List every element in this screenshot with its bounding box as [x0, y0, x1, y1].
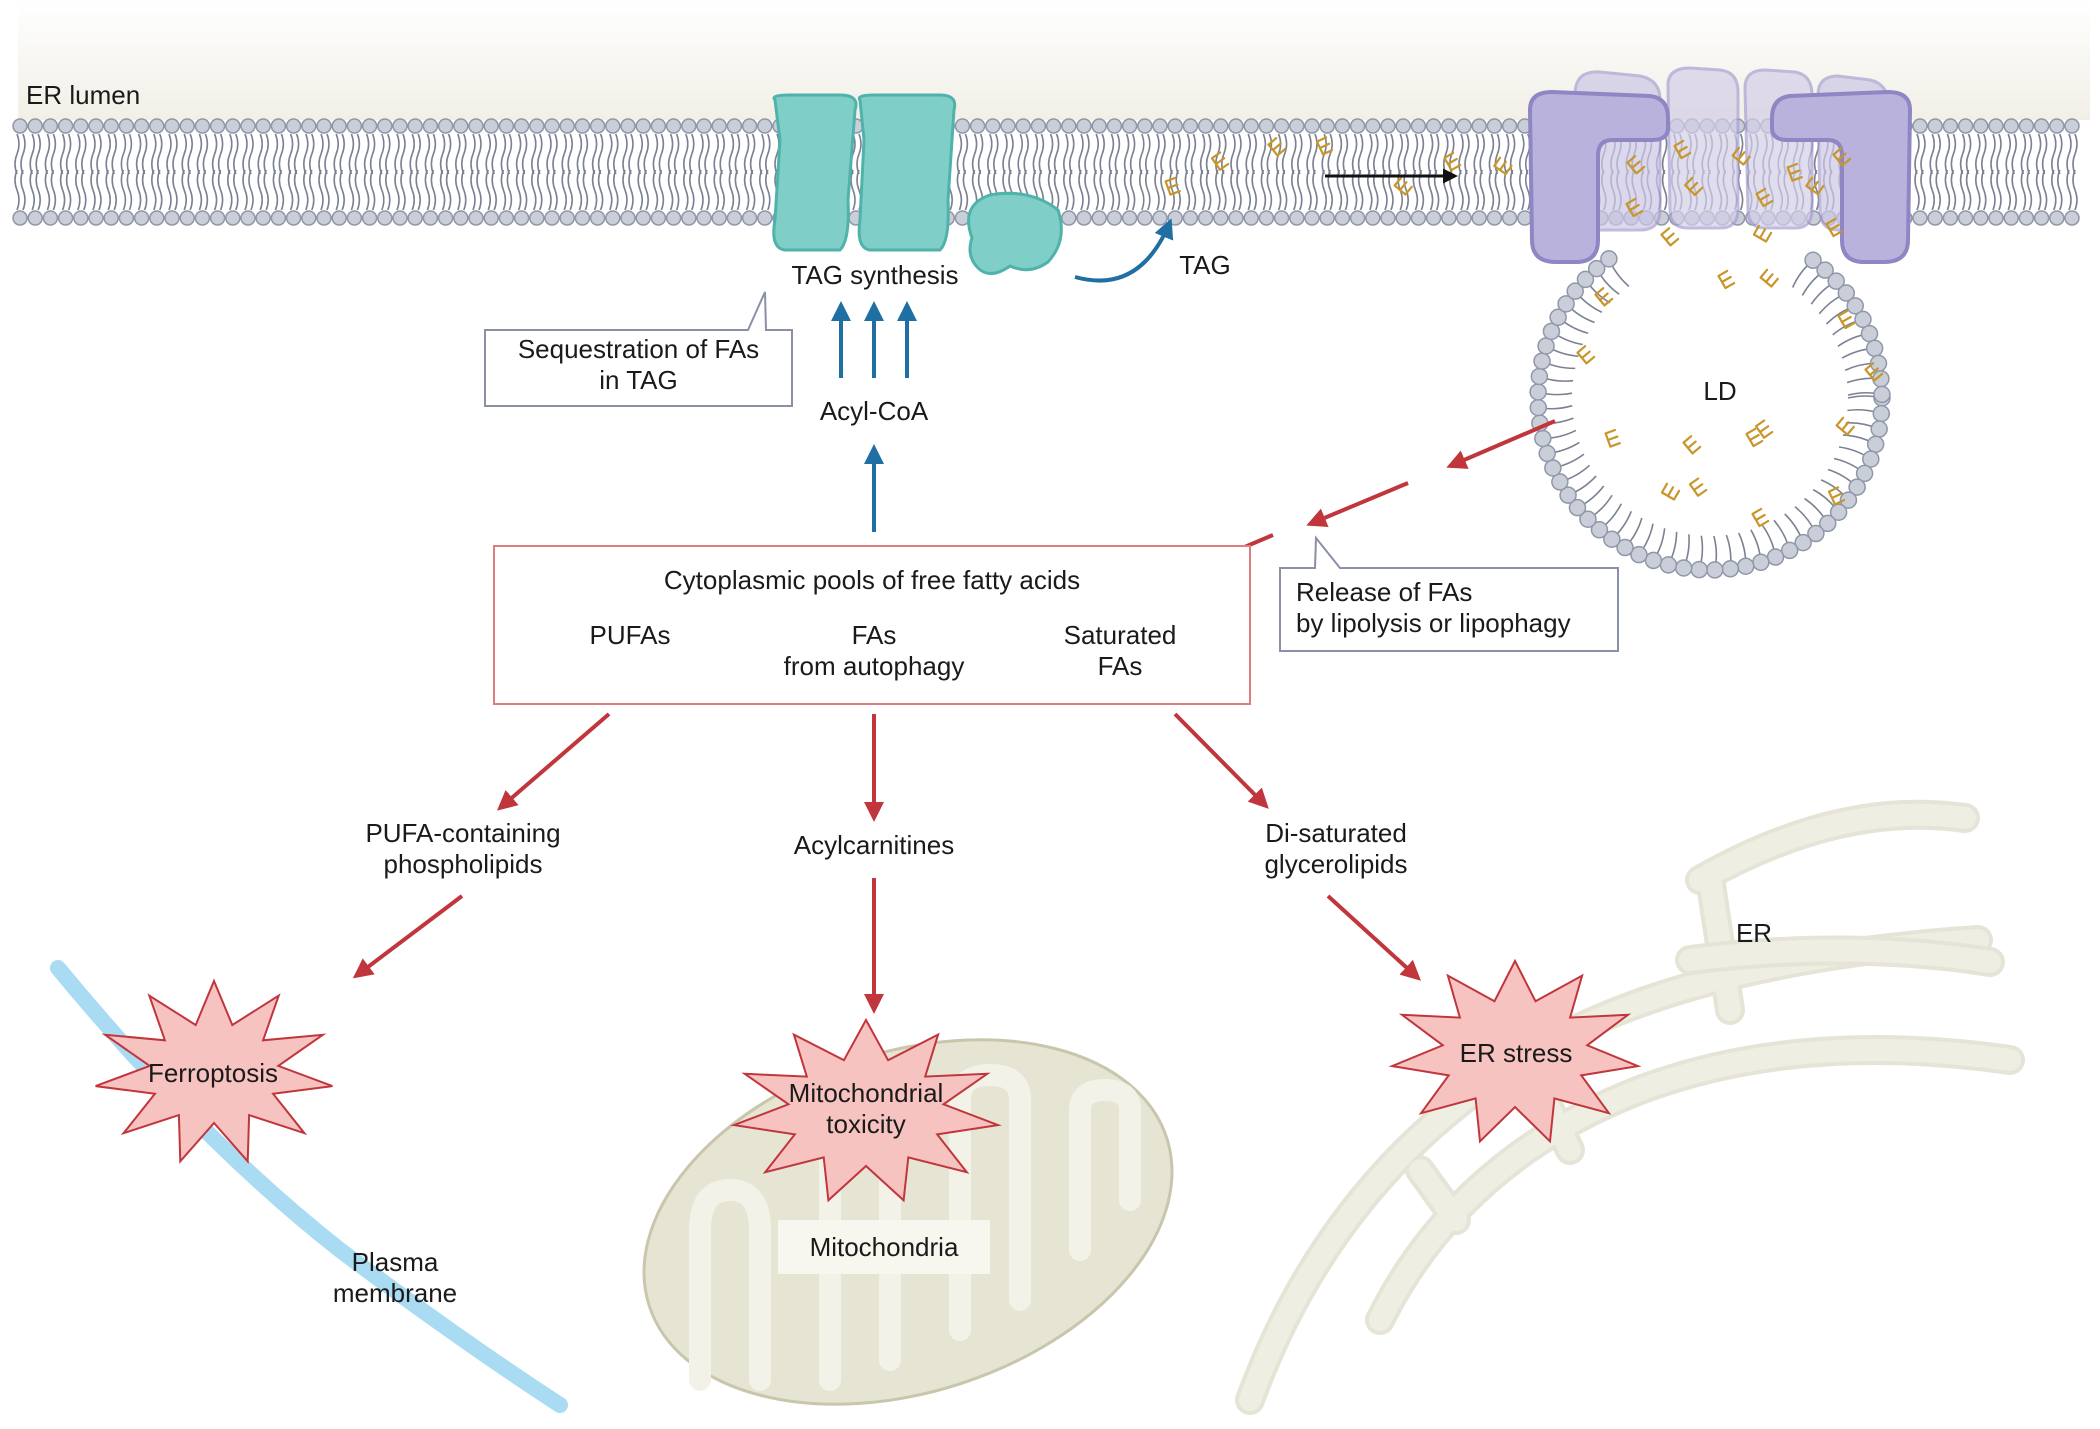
fatty-acid-pool-box [493, 545, 1251, 705]
disat-line2: glycerolipids [1264, 849, 1408, 879]
disat-to-er-stress-arrow [1326, 894, 1421, 981]
burst-icon [1388, 958, 1642, 1144]
sequestration-line2: in TAG [599, 365, 678, 395]
pufas-label: PUFAs [589, 620, 671, 650]
release-callout-text: Release of FAs by lipolysis or lipophagy [1296, 577, 1616, 639]
acylcarnitines-label: Acylcarnitines [793, 830, 955, 860]
mitochondria-label: Mitochondria [809, 1232, 959, 1262]
saturated-fas-label: Saturated FAs [1040, 620, 1200, 682]
release-line1: Release of FAs [1296, 577, 1473, 607]
plasma-line2: membrane [332, 1278, 458, 1308]
burst-icon [95, 978, 333, 1164]
tag-output-arrow [1074, 218, 1174, 283]
sequestration-callout-box [484, 291, 793, 407]
tag-synthesis-label: TAG synthesis [791, 260, 959, 290]
release-arrow-1 [1446, 419, 1556, 469]
saturated-line2: FAs [1097, 651, 1143, 681]
pool-to-disat-arrow [1173, 712, 1269, 809]
sequestration-callout-text: Sequestration of FAs in TAG [485, 334, 792, 396]
pool-to-pufa-arrow [496, 712, 611, 811]
pufa-pl-line1: PUFA-containing [365, 818, 561, 848]
pufa-pl-line2: phospholipids [383, 849, 543, 879]
disat-line1: Di-saturated [1265, 818, 1407, 848]
plasma-membrane-label: Plasma membrane [330, 1247, 460, 1309]
fas-autophagy-line1: FAs [851, 620, 897, 650]
seipin-icon [1527, 66, 1913, 264]
release-callout-box [1279, 535, 1619, 652]
acyl-coa-label: Acyl-CoA [819, 396, 929, 426]
tag-label: TAG [1179, 250, 1231, 280]
fas-autophagy-label: FAs from autophagy [754, 620, 994, 682]
disaturated-glycerolipids-label: Di-saturated glycerolipids [1220, 818, 1452, 880]
enzyme-icon [772, 93, 1063, 275]
mitochondrial-toxicity-label: Mitochondrial toxicity [760, 1078, 972, 1140]
tag-molecules [1164, 136, 1884, 528]
ld-label: LD [1703, 376, 1737, 406]
sequestration-line1: Sequestration of FAs [517, 334, 760, 364]
er-tubule-upper [1675, 935, 2005, 977]
fas-autophagy-line2: from autophagy [783, 651, 965, 681]
er-label: ER [1735, 918, 1773, 948]
pufa-phospholipids-label: PUFA-containing phospholipids [340, 818, 586, 880]
pufa-to-ferroptosis-arrow [352, 894, 464, 979]
lipid-droplet-icon [1529, 230, 1891, 579]
burst-icon [730, 1017, 1002, 1203]
er-lumen-label: ER lumen [26, 80, 141, 110]
saturated-line1: Saturated [1063, 620, 1177, 650]
plasma-membrane-icon [50, 960, 568, 1413]
pool-title: Cytoplasmic pools of free fatty acids [663, 565, 1081, 595]
ferroptosis-label: Ferroptosis [147, 1058, 279, 1088]
release-arrow-2 [1306, 481, 1409, 528]
mito-tox-line2: toxicity [826, 1109, 906, 1139]
mitochondrion-icon [642, 1038, 1174, 1406]
release-line2: by lipolysis or lipophagy [1296, 608, 1571, 638]
plasma-line1: Plasma [351, 1247, 439, 1277]
er-stress-label: ER stress [1459, 1038, 1573, 1068]
er-tubule-icon [1235, 799, 2025, 1415]
mito-tox-line1: Mitochondrial [788, 1078, 944, 1108]
